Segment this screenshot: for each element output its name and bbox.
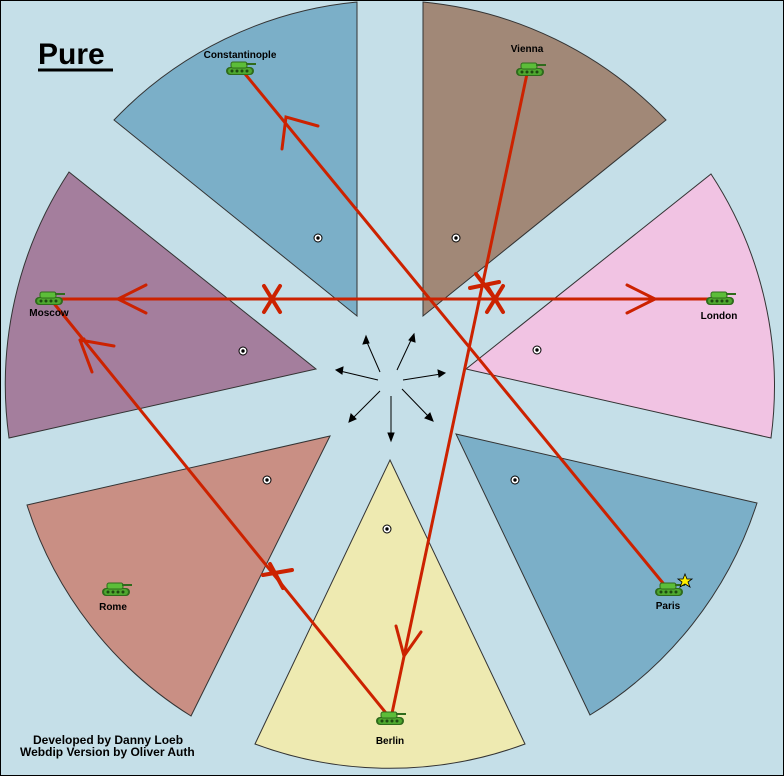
order-vienna-berlin — [389, 67, 530, 720]
territory-constantinople[interactable] — [113, 1, 358, 318]
failed-x-icon — [468, 272, 501, 298]
orders — [41, 67, 718, 720]
territory-vienna[interactable] — [422, 1, 667, 318]
label-moscow: Moscow — [29, 308, 69, 319]
territory-berlin[interactable] — [254, 458, 526, 769]
supply-center-icon — [532, 345, 542, 355]
order-paris-constantinople — [239, 67, 669, 590]
territory-london[interactable] — [464, 173, 775, 439]
supply-center-icon — [238, 346, 248, 356]
territory-rome[interactable] — [26, 435, 331, 717]
territory-moscow[interactable] — [4, 171, 318, 439]
label-constantinople: Constantinople — [204, 50, 277, 61]
supply-center-icon — [451, 233, 461, 243]
label-berlin: Berlin — [376, 736, 404, 747]
failed-order-markers — [261, 272, 505, 590]
territory-paris[interactable] — [455, 433, 758, 716]
label-paris: Paris — [656, 601, 681, 612]
star-icon — [676, 572, 694, 588]
failed-x-icon — [261, 562, 294, 590]
supply-centers — [238, 233, 542, 534]
order-london-moscow — [41, 283, 718, 315]
label-rome: Rome — [99, 602, 127, 613]
label-vienna: Vienna — [511, 44, 544, 55]
center-arrows-icon — [334, 332, 447, 443]
supply-center-icon — [510, 475, 520, 485]
units — [34, 61, 737, 726]
label-london: London — [701, 311, 738, 322]
map-title: Pure — [38, 38, 105, 71]
credit-line-2: Webdip Version by Oliver Auth — [20, 745, 195, 759]
supply-center-icon — [262, 475, 272, 485]
credit-line-1: Developed by Danny Loeb — [33, 733, 183, 747]
order-berlin-moscow — [50, 299, 392, 720]
supply-center-icon — [382, 524, 392, 534]
failed-x-icon — [262, 284, 282, 314]
supply-center-icon — [313, 233, 323, 243]
